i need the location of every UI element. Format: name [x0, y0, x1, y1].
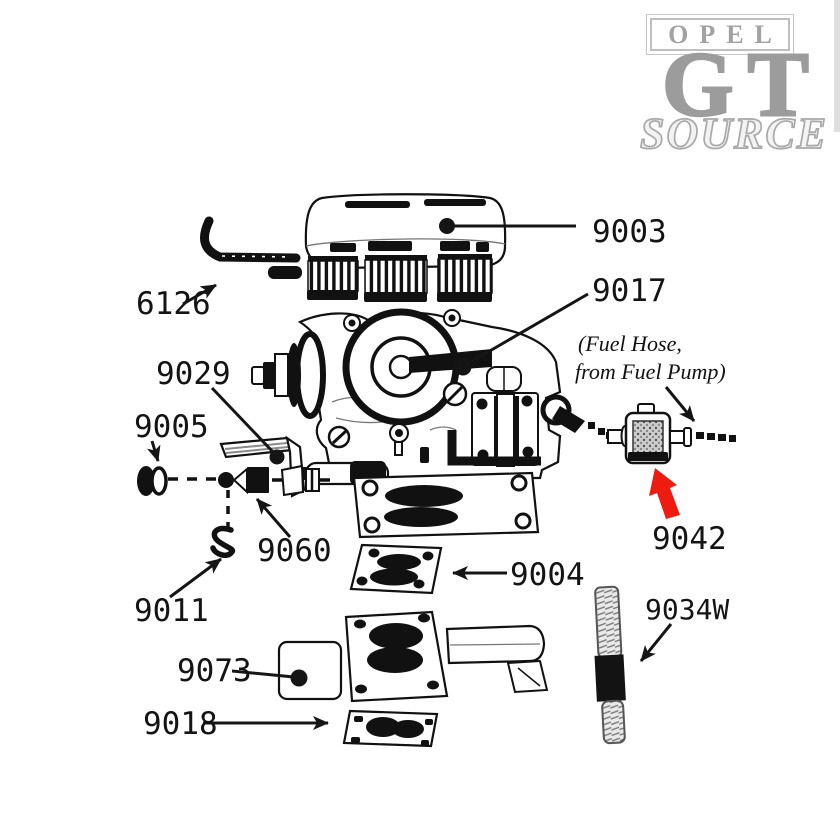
leader-lines	[146, 218, 696, 730]
grommet-part	[137, 466, 168, 496]
leader-9073	[231, 669, 308, 687]
label-6126: 6126	[136, 286, 211, 322]
bracket-part	[219, 435, 306, 498]
label-9029: 9029	[156, 356, 231, 392]
bolt-part	[305, 468, 320, 492]
fuel-hose-note-line1: (Fuel Hose,	[578, 331, 682, 356]
side-plate	[447, 366, 541, 467]
air-cleaner-hose-stub	[268, 266, 302, 279]
label-9034w: 9034W	[645, 593, 729, 626]
vacuum-diaphragm	[251, 331, 326, 419]
leader-9005	[146, 440, 161, 462]
cone-part	[218, 466, 269, 495]
air-cleaner-louvers	[307, 254, 493, 302]
opel-logo-badge: OPEL	[646, 14, 794, 55]
label-9017: 9017	[592, 273, 667, 309]
air-cleaner-illustration	[268, 193, 507, 302]
label-9004: 9004	[510, 557, 585, 593]
brand-logo: OPEL GT SOURCE	[639, 8, 829, 158]
label-9011: 9011	[134, 593, 209, 629]
stud-part	[594, 585, 626, 745]
clip-part	[210, 525, 236, 558]
left-hardware-group	[137, 435, 336, 558]
source-logo-text: SOURCE	[639, 109, 829, 158]
part-labels: 9003 9017 6126 9029 9005 9060 9011 9004 …	[134, 214, 729, 742]
gasket-9004-part	[349, 543, 443, 595]
gt-logo-text: GT	[661, 33, 823, 135]
leader-6126	[182, 283, 217, 306]
hose-dot	[588, 422, 595, 429]
screw-heads	[327, 381, 468, 449]
choke-tower	[342, 308, 492, 443]
leader-9060	[255, 498, 292, 538]
fuel-hose-note-line2: from Fuel Pump)	[575, 359, 726, 384]
fuel-filter-part	[588, 403, 736, 465]
leader-fuel-hose-note	[664, 386, 696, 422]
gasket-9018-part	[342, 709, 439, 748]
leader-9017	[454, 292, 589, 376]
label-9042: 9042	[652, 521, 727, 557]
label-9018: 9018	[143, 706, 218, 742]
red-highlight-arrow	[649, 468, 680, 519]
carburetor-illustration	[251, 308, 585, 539]
leader-9029	[210, 386, 285, 465]
opel-logo-text: OPEL	[668, 19, 783, 49]
leader-9003	[439, 218, 576, 234]
label-9003: 9003	[592, 214, 667, 250]
manifold-part	[277, 610, 549, 703]
leader-9011	[169, 557, 222, 599]
elbow-hose-illustration	[200, 216, 301, 263]
base-flange	[352, 471, 540, 539]
fuel-inlet-fitting	[540, 394, 585, 433]
label-9073: 9073	[177, 653, 252, 689]
scan-edge-artifact	[834, 0, 840, 132]
label-9005: 9005	[134, 409, 209, 445]
leader-9034w	[639, 623, 673, 662]
label-9060: 9060	[257, 533, 332, 569]
